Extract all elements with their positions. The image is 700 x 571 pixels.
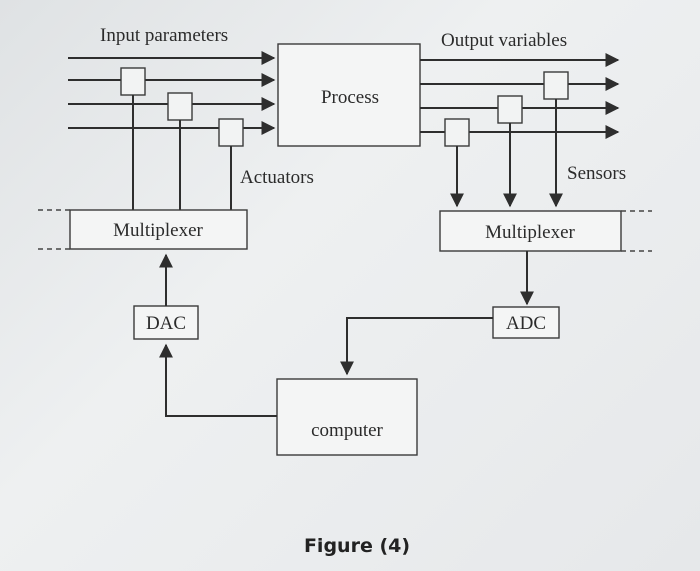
- actuator-box-3: [218, 118, 244, 147]
- actuators-label: Actuators: [240, 167, 314, 188]
- multiplexer-left-box: [69, 209, 248, 250]
- output-variables-label: Output variables: [441, 30, 567, 51]
- computer-label: computer: [311, 420, 383, 441]
- adc-box: [492, 306, 560, 339]
- dac-label: DAC: [146, 313, 186, 334]
- computer-box: [276, 378, 418, 456]
- multiplexer-left-label: Multiplexer: [113, 220, 203, 241]
- sensor-box-3: [543, 71, 569, 100]
- process-box: [277, 43, 421, 147]
- actuator-box-2: [167, 92, 193, 121]
- actuator-box-1: [120, 67, 146, 96]
- process-label: Process: [321, 87, 379, 108]
- sensor-box-1: [444, 118, 470, 147]
- sensor-box-2: [497, 95, 523, 124]
- sensors-label: Sensors: [567, 163, 626, 184]
- computer-to-dac-arrow: [159, 343, 277, 417]
- input-parameters-label: Input parameters: [100, 25, 228, 46]
- figure-caption: Figure (4): [304, 535, 410, 557]
- dac-box: [133, 305, 199, 340]
- adc-label: ADC: [506, 313, 546, 334]
- multiplexer-right-box: [439, 210, 622, 252]
- multiplexer-right-label: Multiplexer: [485, 222, 575, 243]
- adc-to-computer-arrow: [340, 317, 493, 376]
